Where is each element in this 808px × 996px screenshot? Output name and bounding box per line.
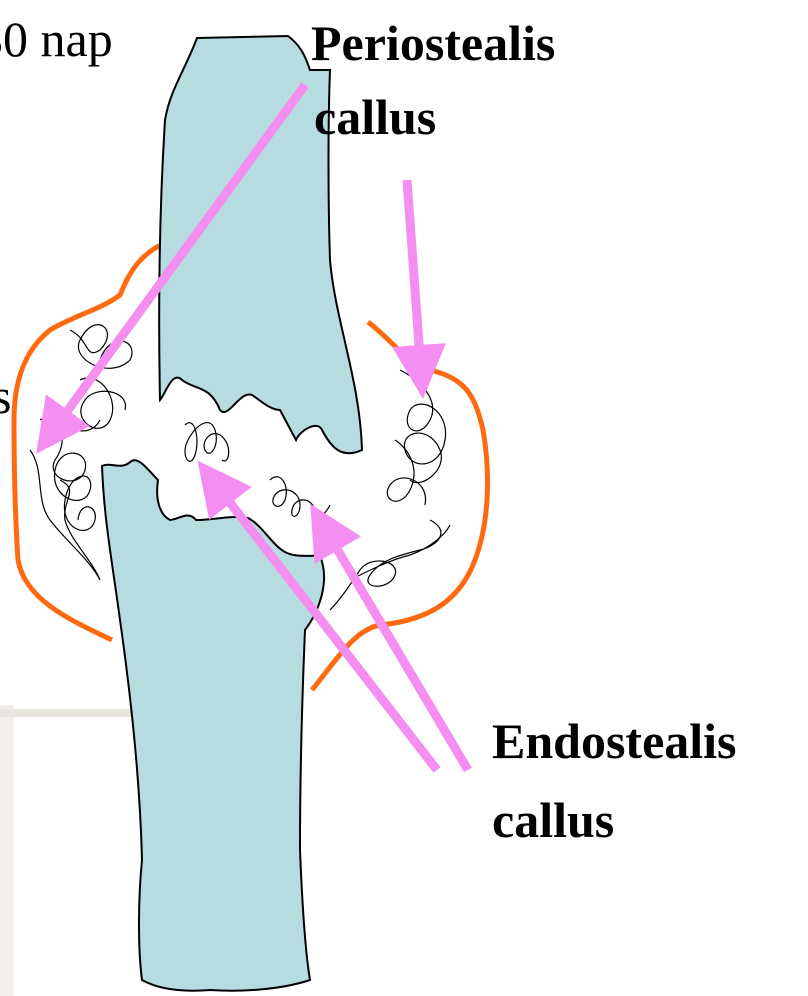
label-title-partial: 30 nap <box>0 11 113 67</box>
label-periosteal-line1: Periostealis <box>311 15 555 71</box>
label-endosteal-line2: callus <box>492 792 614 848</box>
arrow-periosteal-to-right-callus <box>407 180 421 372</box>
label-periosteal-line2: callus <box>314 89 436 145</box>
label-left-partial: s <box>0 368 11 424</box>
slide-panel-edge <box>0 705 14 996</box>
label-endosteal-line1: Endostealis <box>492 713 737 769</box>
